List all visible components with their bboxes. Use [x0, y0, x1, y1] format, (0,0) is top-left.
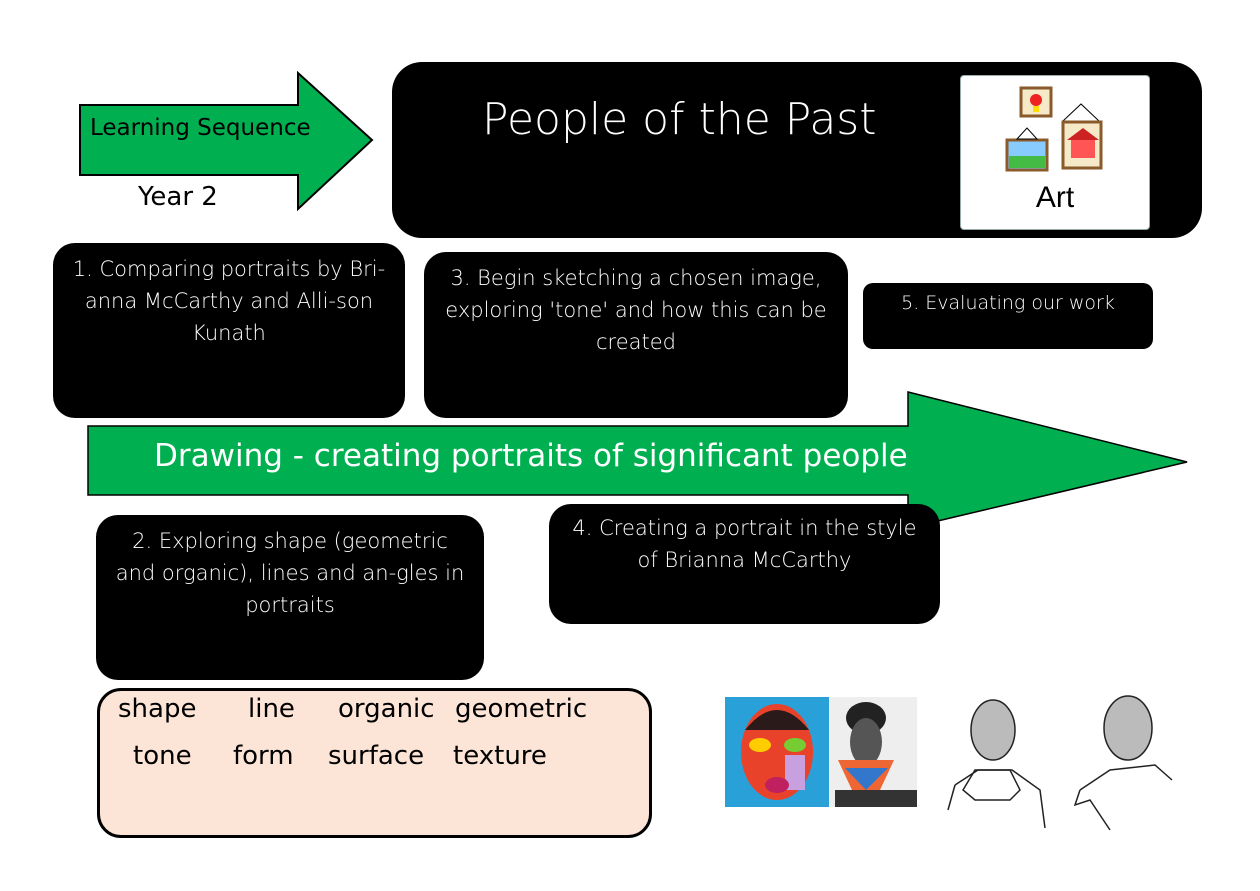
vocab-word: line	[248, 694, 295, 724]
vocab-word: geometric	[455, 694, 588, 724]
step-2: 2. Exploring shape (geometric and organi…	[96, 515, 484, 680]
title-banner: People of the Past Art	[392, 62, 1202, 238]
vocabulary-box: shape line organic geometric tone form s…	[97, 688, 652, 838]
vocab-word: surface	[328, 741, 425, 771]
step-4: 4. Creating a portrait in the style of B…	[549, 504, 940, 624]
learning-sequence-arrow	[79, 70, 374, 212]
year-label: Year 2	[138, 182, 218, 212]
art-icon: Art	[960, 75, 1150, 230]
picture-frames-icon	[1005, 86, 1103, 172]
main-arrow-label: Drawing - creating portraits of signific…	[154, 438, 908, 474]
page-title: People of the Past	[482, 94, 877, 145]
main-arrow	[87, 391, 1188, 529]
vocab-word: shape	[118, 694, 197, 724]
step-1: 1. Comparing portraits by Bri-anna McCar…	[53, 243, 405, 418]
vocab-word: texture	[453, 741, 547, 771]
vocab-word: organic	[338, 694, 435, 724]
art-icon-label: Art	[1035, 181, 1075, 214]
vocab-word: form	[233, 741, 294, 771]
learning-sequence-label: Learning Sequence	[90, 115, 311, 141]
step-3: 3. Begin sketching a chosen image, explo…	[424, 252, 848, 418]
step-5: 5. Evaluating our work	[863, 283, 1153, 349]
vocab-word: tone	[133, 741, 192, 771]
